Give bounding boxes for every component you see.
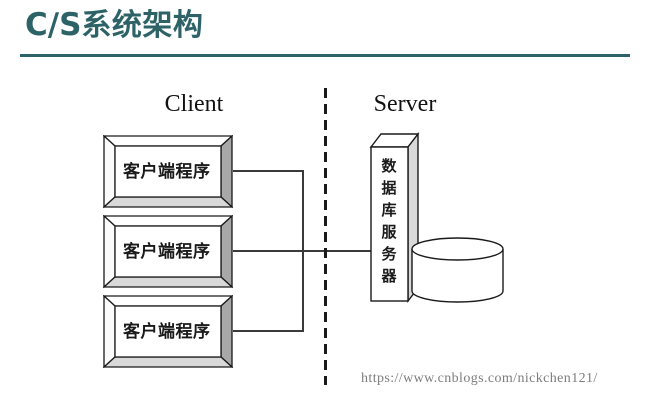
- title-latin-part: C/S: [25, 7, 82, 43]
- connector-line-top: [233, 170, 303, 172]
- title-cjk-part: 系统架构: [81, 8, 204, 43]
- client-server-divider-line: [324, 88, 327, 385]
- client-program-box-1: 客户端程序: [103, 135, 233, 208]
- database-cylinder-top: [411, 237, 504, 261]
- client-section-label: Client: [164, 91, 224, 117]
- beveled-frame-shape: [103, 135, 233, 208]
- title-underline: [20, 54, 630, 57]
- database-cylinder-body: [411, 249, 504, 303]
- beveled-frame-shape: [103, 215, 233, 288]
- server-tower-and-database-shape: [369, 131, 504, 304]
- source-url-text: https://www.cnblogs.com/nickchen121/: [361, 371, 598, 386]
- connector-trunk-line: [302, 170, 304, 332]
- database-server-label: 数据库服务器: [379, 158, 398, 290]
- server-section-label: Server: [373, 91, 437, 117]
- client-program-label: 客户端程序: [123, 162, 211, 182]
- connector-line-bottom: [233, 330, 303, 332]
- beveled-frame-shape: [103, 295, 233, 368]
- client-program-box-2: 客户端程序: [103, 215, 233, 288]
- page-title: C/S系统架构: [25, 6, 203, 45]
- client-program-box-3: 客户端程序: [103, 295, 233, 368]
- client-program-label: 客户端程序: [123, 322, 211, 342]
- client-program-label: 客户端程序: [123, 242, 211, 262]
- tower-front-face: [370, 146, 409, 302]
